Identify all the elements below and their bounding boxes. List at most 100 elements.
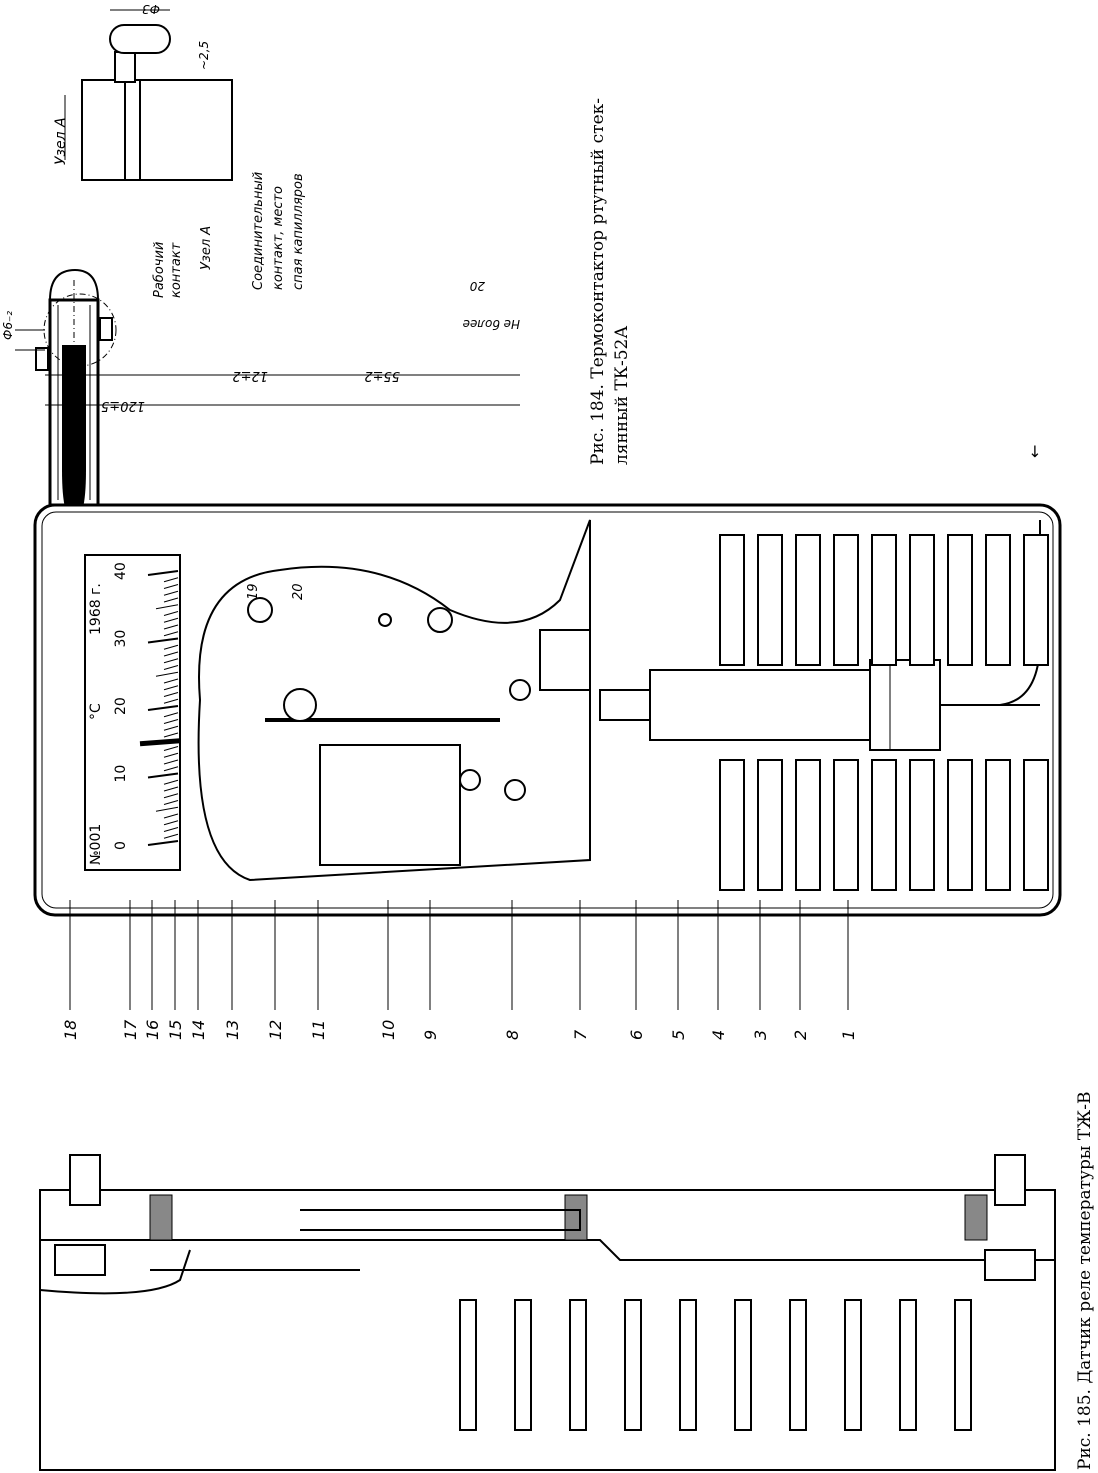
scale-tick (163, 597, 179, 603)
fin (947, 534, 973, 666)
callout-label: 1 (839, 1030, 858, 1040)
callout-label: 14 (189, 1020, 208, 1040)
scale-tick (163, 611, 179, 616)
stud-right (994, 1154, 1026, 1206)
scale-tick (155, 604, 179, 610)
label-working-contact-2: контакт (169, 242, 184, 298)
callout-label: 15 (166, 1020, 185, 1040)
fin (1023, 759, 1049, 891)
scale-tick (147, 772, 179, 779)
dim-cap-diameter: Ф3 (142, 2, 160, 16)
figure-184-thermocontactor: 120±5 12±2 55±2 Ф6₋₂ Не более 20 Рабочий… (1, 2, 632, 520)
vent-slot (789, 1299, 807, 1431)
scale-tick (163, 577, 179, 583)
scale-tick (163, 624, 179, 630)
side-vents (459, 1299, 972, 1431)
bellows (649, 669, 881, 741)
scale-pointer (139, 738, 181, 747)
scale-tick (163, 590, 179, 596)
scale-tick (163, 678, 179, 684)
fin (757, 534, 783, 666)
dim-bulb-max: Не более (463, 317, 520, 331)
vent-slot (624, 1299, 642, 1431)
scale-tick-label: 30 (113, 630, 129, 648)
stud-left (69, 1154, 101, 1206)
fin (833, 759, 859, 891)
callout-19: 19 (246, 583, 261, 600)
label-working-contact-1: Рабочий (152, 242, 167, 298)
figure-184-caption-line2: лянный ТК-52А (612, 326, 632, 465)
scale-tick (163, 658, 179, 664)
callout-label: 8 (503, 1030, 522, 1040)
scale-tick (155, 806, 179, 812)
scale-tick (163, 786, 179, 792)
fin (833, 534, 859, 666)
scale-tick (163, 793, 179, 799)
scale-tick-label: 20 (113, 697, 129, 715)
scale-tick (163, 617, 179, 623)
dim-neck-height: ~2,5 (197, 41, 211, 70)
scale-tick (163, 631, 179, 637)
scale-tick (163, 651, 179, 657)
contact-block (319, 744, 461, 866)
callout-label: 13 (223, 1020, 242, 1040)
connecting-contact (35, 347, 49, 371)
callout-label: 16 (143, 1020, 162, 1040)
fin (719, 759, 745, 891)
fin (871, 759, 897, 891)
callout-label: 2 (791, 1030, 810, 1040)
dim-diameter: Ф6₋₂ (1, 311, 15, 340)
scale-tick (163, 813, 179, 819)
fin (909, 759, 935, 891)
scale-tick (163, 698, 179, 704)
label-connecting-contact-2: контакт, место (271, 186, 286, 290)
callout-label: 18 (61, 1020, 80, 1040)
dim-bulb-length: 55±2 (364, 368, 400, 383)
label-node-a: Узел A (199, 226, 214, 270)
sensor-housing-side (39, 1154, 1056, 1471)
scale-tick (163, 719, 179, 724)
callout-label: 12 (266, 1020, 285, 1040)
fin (985, 534, 1011, 666)
cooling-fins (719, 534, 1049, 891)
scale-tick (163, 746, 179, 751)
node-a-circle (43, 293, 117, 367)
fin (795, 759, 821, 891)
vent-slot (734, 1299, 752, 1431)
scale-tick (147, 637, 179, 644)
scale-tick (163, 584, 179, 589)
fin (795, 534, 821, 666)
scale-tick (163, 692, 179, 697)
arrow-icon: ← (1025, 445, 1044, 458)
scale-tick (163, 779, 179, 785)
scale-tick (163, 752, 179, 758)
callout-label: 5 (669, 1030, 688, 1040)
callout-label: 4 (709, 1030, 728, 1040)
cap (109, 24, 171, 54)
mercury-bulb (62, 345, 86, 520)
scale-tick (163, 725, 179, 731)
figure-185-caption: Рис. 185. Датчик реле температуры ТЖ-В (1075, 1091, 1095, 1470)
scale-tick (147, 705, 179, 711)
fin (909, 534, 935, 666)
vent-slot (954, 1299, 972, 1431)
vent-slot (459, 1299, 477, 1431)
fin (1023, 534, 1049, 666)
working-contact (99, 317, 113, 341)
dim-bulb-max-value: 20 (469, 279, 485, 293)
scale-tick (163, 712, 179, 718)
vent-slot (679, 1299, 697, 1431)
scale-tick (147, 840, 179, 846)
scale-tick (147, 570, 179, 576)
dim-contact-offset: 12±2 (232, 368, 268, 383)
callout-label: 3 (751, 1030, 770, 1040)
scale-tick (163, 644, 179, 650)
vent-slot (514, 1299, 532, 1431)
callout-label: 11 (309, 1020, 328, 1040)
node-a-detail (81, 9, 233, 181)
node-a-detail-title: Узел A (53, 117, 69, 165)
dim-total-length: 120±5 (101, 398, 145, 413)
